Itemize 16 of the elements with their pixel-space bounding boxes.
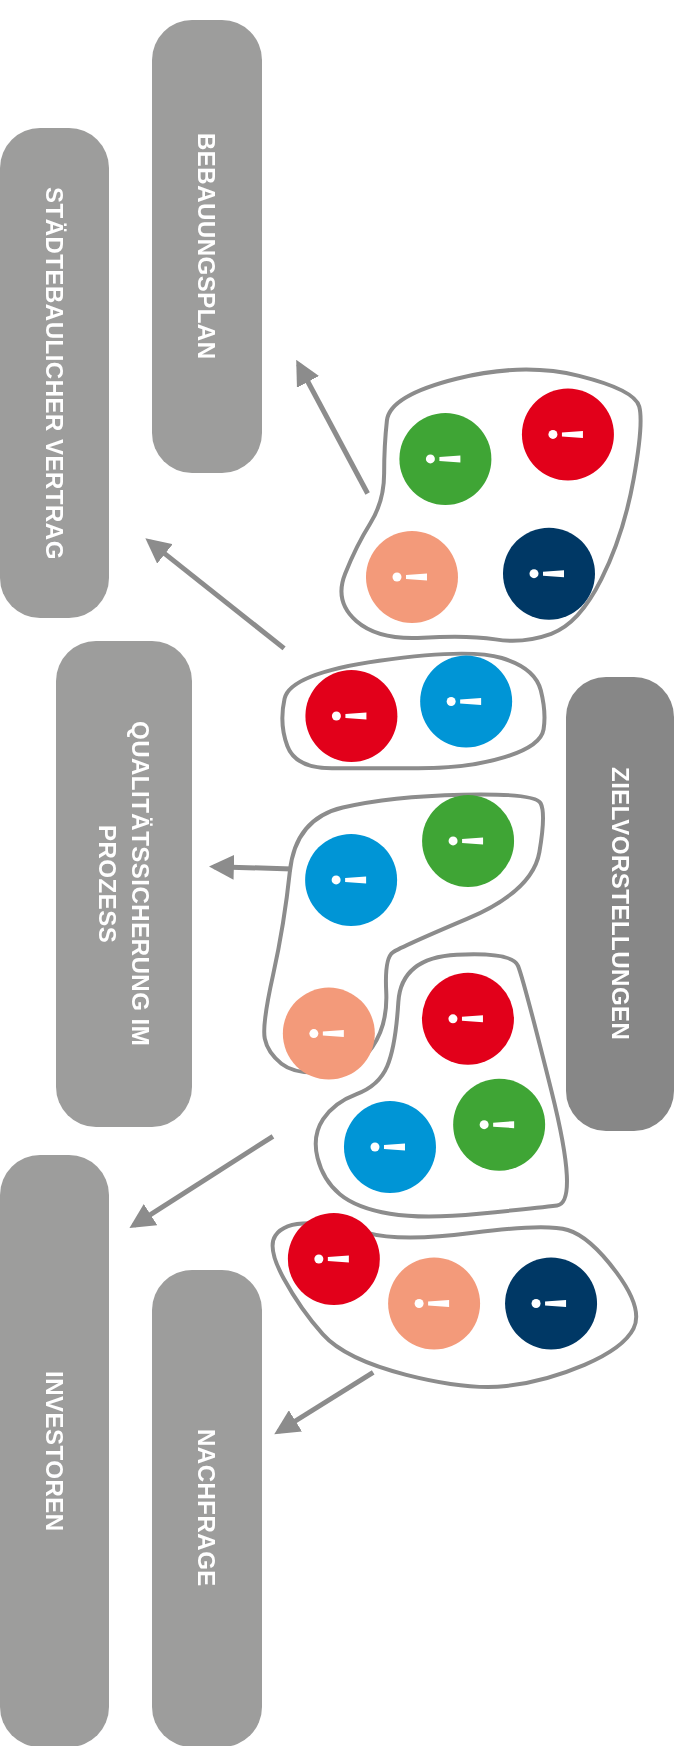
box-label: ZIELVORSTELLUNGEN [605,767,635,1041]
box-label: INVESTOREN [40,1370,70,1532]
box-label: STÄDTEBAULICHER VERTRAG [40,186,70,560]
label-box [151,20,262,474]
label-box [151,1269,262,1746]
label-box [565,677,674,1131]
arrow [274,1370,375,1435]
label-box [0,1155,110,1746]
arrow [129,1134,275,1229]
arrow [145,538,286,651]
label-box [0,128,110,619]
box-label: NACHFRAGE [192,1429,222,1588]
box-label: BEBAUUNGSPLAN [192,133,222,360]
box-label: QUALITÄTSSICHERUNG IM PROZESS [92,720,156,1049]
label-box [55,640,192,1128]
arrow [296,359,370,495]
